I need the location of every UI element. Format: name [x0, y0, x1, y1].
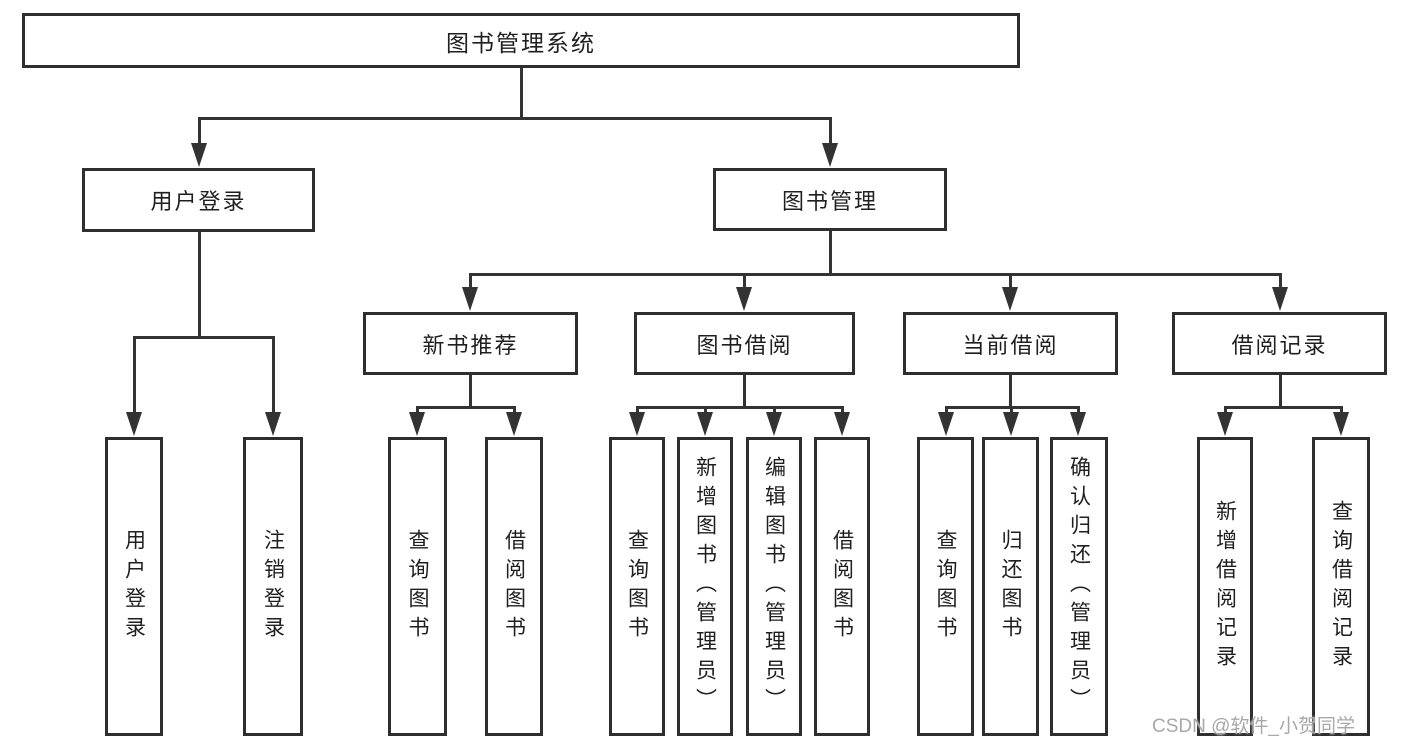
- arrow-down-icon: [1070, 412, 1086, 436]
- connector-line: [513, 406, 516, 416]
- connector-line: [743, 273, 746, 291]
- connector-line: [945, 406, 948, 416]
- node-user-login: 用户登录: [82, 168, 315, 232]
- connector-line: [1340, 406, 1343, 416]
- connector-line: [829, 117, 832, 147]
- arrow-down-icon: [409, 412, 425, 436]
- leaf-label: 编辑图书（管理员）: [762, 456, 786, 717]
- arrow-down-icon: [766, 412, 782, 436]
- connector-line: [1224, 406, 1227, 416]
- arrow-down-icon: [697, 412, 713, 436]
- leaf-label: 借阅图书: [830, 528, 854, 645]
- connector-line: [198, 117, 831, 120]
- arrow-down-icon: [506, 412, 522, 436]
- leaf-add-borrow-record: 新增借阅记录: [1197, 437, 1253, 736]
- connector-line: [1009, 375, 1012, 409]
- leaf-logout: 注销登录: [243, 437, 303, 736]
- arrow-down-icon: [265, 412, 281, 436]
- connector-line: [1224, 406, 1342, 409]
- connector-line: [1009, 273, 1012, 291]
- arrow-down-icon: [462, 287, 478, 311]
- node-new-book-recommend: 新书推荐: [363, 312, 578, 375]
- node-book-management: 图书管理: [713, 168, 947, 231]
- connector-line: [773, 406, 776, 416]
- connector-line: [1010, 406, 1013, 416]
- arrow-down-icon: [629, 412, 645, 436]
- csdn-watermark: CSDN @软件_小贺同学: [1152, 716, 1355, 737]
- node-book-borrow: 图书借阅: [634, 312, 855, 375]
- arrow-down-icon: [822, 143, 838, 167]
- connector-line: [841, 406, 844, 416]
- connector-line: [198, 232, 201, 339]
- connector-line: [636, 406, 843, 409]
- connector-line: [636, 406, 639, 416]
- connector-line: [1279, 375, 1282, 409]
- arrow-down-icon: [1333, 412, 1349, 436]
- node-library-management-system: 图书管理系统: [22, 13, 1020, 68]
- arrow-down-icon: [834, 412, 850, 436]
- connector-line: [1279, 273, 1282, 291]
- connector-line: [1077, 406, 1080, 416]
- leaf-add-books-admin: 新增图书（管理员）: [677, 437, 733, 736]
- leaf-borrow-books-recommend: 借阅图书: [485, 437, 543, 736]
- arrow-down-icon: [126, 412, 142, 436]
- leaf-label: 新增图书（管理员）: [693, 456, 717, 717]
- leaf-user-login: 用户登录: [105, 437, 163, 736]
- arrow-down-icon: [1003, 412, 1019, 436]
- connector-line: [743, 375, 746, 409]
- leaf-query-borrow-record: 查询借阅记录: [1312, 437, 1370, 736]
- connector-line: [469, 375, 472, 409]
- leaf-label: 查询借阅记录: [1329, 499, 1353, 674]
- connector-line: [272, 336, 275, 416]
- leaf-label: 查询图书: [625, 528, 649, 645]
- connector-line: [469, 273, 472, 291]
- arrow-down-icon: [191, 143, 207, 167]
- connector-line: [704, 406, 707, 416]
- leaf-edit-books-admin: 编辑图书（管理员）: [746, 437, 802, 736]
- leaf-label: 新增借阅记录: [1213, 499, 1237, 674]
- node-current-borrow: 当前借阅: [903, 312, 1118, 375]
- leaf-label: 查询图书: [406, 528, 429, 645]
- arrow-down-icon: [1217, 412, 1233, 436]
- leaf-label: 查询图书: [934, 528, 957, 645]
- leaf-query-books-recommend: 查询图书: [388, 437, 447, 736]
- leaf-borrow-books: 借阅图书: [814, 437, 870, 736]
- connector-line: [416, 406, 515, 409]
- connector-line: [416, 406, 419, 416]
- leaf-label: 用户登录: [122, 528, 146, 645]
- arrow-down-icon: [938, 412, 954, 436]
- connector-line: [133, 336, 136, 416]
- node-borrow-records: 借阅记录: [1172, 312, 1387, 375]
- leaf-query-books-borrow: 查询图书: [609, 437, 665, 736]
- leaf-confirm-return-admin: 确认归还（管理员）: [1050, 437, 1108, 736]
- leaf-return-books: 归还图书: [982, 437, 1039, 736]
- leaf-label: 归还图书: [999, 528, 1022, 645]
- arrow-down-icon: [1002, 287, 1018, 311]
- leaf-label: 注销登录: [261, 528, 285, 645]
- arrow-down-icon: [736, 287, 752, 311]
- connector-line: [198, 117, 201, 147]
- arrow-down-icon: [1272, 287, 1288, 311]
- connector-line: [133, 336, 274, 339]
- connector-line: [469, 273, 1281, 276]
- leaf-query-books-current: 查询图书: [917, 437, 974, 736]
- leaf-label: 借阅图书: [502, 528, 526, 645]
- connector-line: [829, 231, 832, 276]
- connector-line: [520, 68, 523, 120]
- leaf-label: 确认归还（管理员）: [1067, 456, 1091, 717]
